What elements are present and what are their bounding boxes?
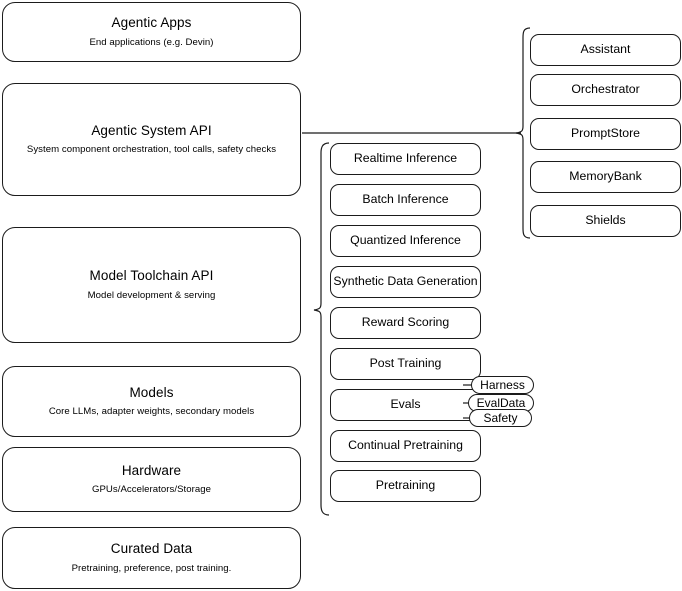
capability-label: Batch Inference bbox=[362, 192, 449, 207]
layer-title: Curated Data bbox=[110, 541, 193, 557]
layer-model-toolchain-api[interactable]: Model Toolchain API Model development & … bbox=[2, 227, 301, 343]
capability-label: Continual Pretraining bbox=[348, 438, 463, 453]
component-label: Shields bbox=[585, 213, 626, 228]
layer-agentic-system-api[interactable]: Agentic System API System component orch… bbox=[2, 83, 301, 196]
evals-tag-label: Safety bbox=[483, 411, 518, 425]
layer-title: Model Toolchain API bbox=[89, 268, 214, 284]
layer-subtitle: Core LLMs, adapter weights, secondary mo… bbox=[48, 406, 255, 418]
capability-label: Post Training bbox=[369, 356, 442, 371]
capability-post-training[interactable]: Post Training bbox=[330, 348, 481, 380]
capability-label: Evals bbox=[390, 397, 421, 412]
component-shields[interactable]: Shields bbox=[530, 205, 681, 237]
capability-batch-inference[interactable]: Batch Inference bbox=[330, 184, 481, 216]
layer-subtitle: End applications (e.g. Devin) bbox=[89, 36, 214, 48]
component-memorybank[interactable]: MemoryBank bbox=[530, 161, 681, 193]
component-label: Assistant bbox=[580, 42, 631, 57]
layer-curated-data[interactable]: Curated Data Pretraining, preference, po… bbox=[2, 527, 301, 589]
layer-title: Agentic Apps bbox=[111, 15, 192, 31]
component-promptstore[interactable]: PromptStore bbox=[530, 118, 681, 150]
capability-label: Synthetic Data Generation bbox=[333, 274, 478, 289]
capability-reward-scoring[interactable]: Reward Scoring bbox=[330, 307, 481, 339]
layer-subtitle: Model development & serving bbox=[87, 289, 216, 301]
capability-label: Pretraining bbox=[375, 478, 436, 493]
capability-pretraining[interactable]: Pretraining bbox=[330, 470, 481, 502]
capability-continual-pretraining[interactable]: Continual Pretraining bbox=[330, 430, 481, 462]
capability-realtime-inference[interactable]: Realtime Inference bbox=[330, 143, 481, 175]
evals-tag-label: EvalData bbox=[476, 396, 526, 410]
capability-evals[interactable]: Evals bbox=[330, 389, 481, 421]
capability-label: Reward Scoring bbox=[361, 315, 450, 330]
layer-subtitle: Pretraining, preference, post training. bbox=[71, 562, 232, 574]
component-label: MemoryBank bbox=[569, 169, 642, 184]
layer-title: Agentic System API bbox=[91, 122, 212, 138]
evals-tag-label: Harness bbox=[480, 378, 525, 392]
brace-toolchain-capabilities bbox=[313, 142, 330, 516]
layer-hardware[interactable]: Hardware GPUs/Accelerators/Storage bbox=[2, 447, 301, 512]
component-orchestrator[interactable]: Orchestrator bbox=[530, 74, 681, 106]
component-label: PromptStore bbox=[570, 126, 641, 141]
layer-subtitle: GPUs/Accelerators/Storage bbox=[91, 484, 212, 496]
capability-label: Realtime Inference bbox=[353, 151, 458, 166]
evals-tag-safety[interactable]: Safety bbox=[469, 409, 532, 427]
brace-system-components bbox=[515, 27, 531, 239]
evals-tag-harness[interactable]: Harness bbox=[471, 376, 534, 394]
capability-quantized-inference[interactable]: Quantized Inference bbox=[330, 225, 481, 257]
layer-subtitle: System component orchestration, tool cal… bbox=[26, 144, 277, 156]
layer-models[interactable]: Models Core LLMs, adapter weights, secon… bbox=[2, 366, 301, 437]
component-assistant[interactable]: Assistant bbox=[530, 34, 681, 66]
layer-title: Models bbox=[129, 384, 174, 400]
component-label: Orchestrator bbox=[571, 82, 640, 97]
layer-agentic-apps[interactable]: Agentic Apps End applications (e.g. Devi… bbox=[2, 2, 301, 62]
capability-label: Quantized Inference bbox=[350, 233, 461, 248]
layer-title: Hardware bbox=[121, 462, 182, 478]
capability-synthetic-data-generation[interactable]: Synthetic Data Generation bbox=[330, 266, 481, 298]
